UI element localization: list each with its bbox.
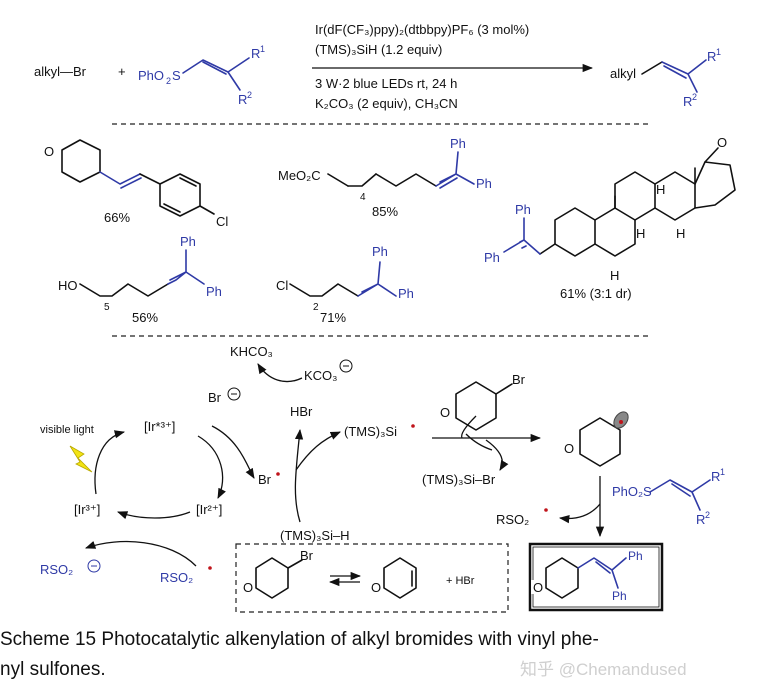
watermark: 知乎 @Chemandused: [520, 660, 687, 679]
bromine-radical: Br: [258, 472, 272, 487]
svg-text:R: R: [683, 94, 692, 109]
svg-text:R: R: [707, 49, 716, 64]
condition-light: 3 W·2 blue LEDs rt, 24 h: [315, 76, 457, 91]
plus-sign: +: [118, 64, 126, 79]
svg-text:2: 2: [692, 92, 697, 102]
svg-text:Br: Br: [512, 372, 526, 387]
svg-text:O: O: [564, 441, 574, 456]
caption-line-2: nyl sulfones.: [0, 659, 106, 680]
svg-text:Ph: Ph: [476, 176, 492, 191]
yield-56: 56%: [132, 310, 158, 325]
ir2-label: [Ir²⁺]: [196, 502, 222, 517]
condition-base: K₂CO₃ (2 equiv), CH₃CN: [315, 96, 458, 111]
yield-61: 61% (3:1 dr): [560, 286, 632, 301]
svg-text:O: O: [371, 580, 381, 595]
svg-text:Ph: Ph: [628, 549, 643, 563]
svg-text:H: H: [656, 182, 665, 197]
lightning-bolt-icon: [69, 445, 93, 473]
svg-text:R: R: [696, 512, 705, 527]
svg-text:4: 4: [360, 192, 366, 203]
svg-text:2: 2: [166, 76, 171, 86]
bromide-anion: Br: [208, 390, 222, 405]
svg-text:Br: Br: [300, 548, 314, 563]
svg-text:+ HBr: + HBr: [446, 575, 475, 587]
svg-text:Ph: Ph: [450, 136, 466, 151]
caption-line-1: Scheme 15 Photocatalytic alkenylation of…: [0, 629, 599, 650]
svg-text:HO: HO: [58, 278, 78, 293]
mechanism: KHCO₃ KCO₃ Br HBr [Ir*³⁺] visible light …: [40, 344, 725, 613]
svg-text:Ph: Ph: [372, 244, 388, 259]
visible-light-label: visible light: [40, 424, 94, 436]
silane-label: (TMS)₃Si–H: [280, 528, 350, 543]
svg-text:Ph: Ph: [515, 202, 531, 217]
sulfone-pho: PhO: [138, 68, 164, 83]
svg-text:2: 2: [313, 302, 319, 313]
svg-text:2: 2: [247, 90, 252, 100]
example-4: HO 5 Ph Ph 56%: [58, 234, 222, 325]
example-2: MeO₂C 4 Ph Ph 85%: [278, 136, 492, 219]
svg-text:H: H: [676, 226, 685, 241]
silyl-bromide: (TMS)₃Si–Br: [422, 472, 496, 487]
svg-text:Ph: Ph: [612, 589, 627, 603]
yield-85: 85%: [372, 204, 398, 219]
svg-text:Ph: Ph: [180, 234, 196, 249]
main-reaction: alkyl—Br + PhO 2 S R 1 R 2 Ir(dF(CF₃)ppy…: [34, 22, 721, 111]
svg-text:S: S: [172, 68, 181, 83]
svg-text:O: O: [533, 580, 543, 595]
sulfonyl-radical-right: RSO₂: [496, 512, 529, 527]
condition-catalyst: Ir(dF(CF₃)ppy)₂(dtbbpy)PF₆ (3 mol%): [315, 22, 529, 37]
hbr-label: HBr: [290, 404, 313, 419]
side-reaction-box: [235, 543, 509, 613]
svg-text:O: O: [717, 135, 727, 150]
yield-66: 66%: [104, 210, 130, 225]
svg-text:Ph: Ph: [398, 286, 414, 301]
product-alkyl: alkyl: [610, 66, 636, 81]
svg-text:O: O: [243, 580, 253, 595]
sulfonyl-radical-left: RSO₂: [160, 570, 193, 585]
scheme-caption: Scheme 15 Photocatalytic alkenylation of…: [0, 625, 760, 685]
example-5: Cl 2 Ph Ph 71%: [276, 244, 414, 325]
svg-text:R: R: [238, 92, 247, 107]
reagent-alkyl-bromide: alkyl—Br: [34, 64, 87, 79]
svg-text:Ph: Ph: [206, 284, 222, 299]
svg-text:R: R: [251, 46, 260, 61]
svg-text:H: H: [610, 268, 619, 283]
svg-text:H: H: [636, 226, 645, 241]
sulfinate-anion: RSO₂: [40, 562, 73, 577]
vinyl-sulfone-bond: [182, 59, 229, 75]
ir-excited: [Ir*³⁺]: [144, 419, 175, 434]
condition-silane: (TMS)₃SiH (1.2 equiv): [315, 42, 442, 57]
svg-text:5: 5: [104, 302, 110, 313]
product-box: [528, 542, 664, 612]
example-3-steroid: O H H H H Ph Ph 61% (3:1 dr): [484, 135, 736, 301]
svg-text:2: 2: [705, 510, 710, 520]
silyl-radical: (TMS)₃Si: [344, 424, 397, 439]
ir3-label: [Ir³⁺]: [74, 502, 100, 517]
kco3-label: KCO₃: [304, 368, 337, 383]
svg-text:Cl: Cl: [276, 278, 288, 293]
svg-text:Cl: Cl: [216, 214, 228, 229]
yield-71: 71%: [320, 310, 346, 325]
svg-text:1: 1: [720, 467, 725, 477]
svg-text:R: R: [711, 469, 720, 484]
khco3-label: KHCO₃: [230, 344, 273, 359]
svg-text:Ph: Ph: [484, 250, 500, 265]
svg-text:PhO₂S: PhO₂S: [612, 484, 652, 499]
svg-text:MeO₂C: MeO₂C: [278, 168, 321, 183]
example-1: O Cl 66%: [42, 139, 228, 229]
svg-text:O: O: [44, 144, 54, 159]
svg-text:1: 1: [716, 47, 721, 57]
svg-text:O: O: [440, 405, 450, 420]
svg-text:1: 1: [260, 44, 265, 54]
